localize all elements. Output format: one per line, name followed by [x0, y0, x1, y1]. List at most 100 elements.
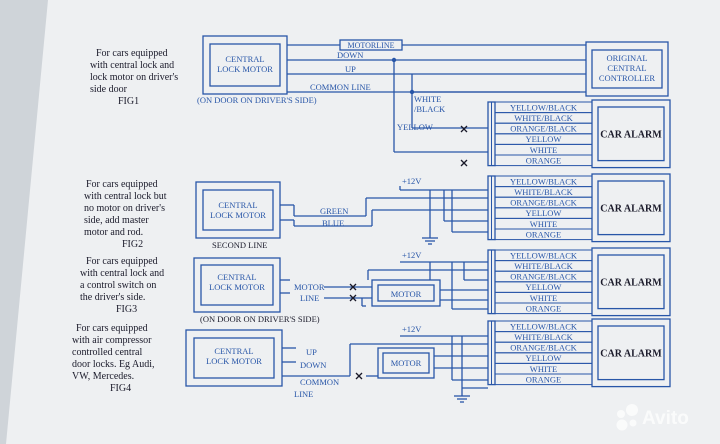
fig1-car-alarm: YELLOW/BLACKWHITE/BLACKORANGE/BLACKYELLO… [487, 99, 671, 169]
fig2-green-label: GREEN [320, 206, 348, 216]
fig4-lock-motor-label-2: LOCK MOTOR [206, 356, 262, 366]
fig1-alarm-wire-label: ORANGE/BLACK [510, 124, 577, 134]
fig4-alarm-alarm-label: CAR ALARM [600, 348, 662, 359]
cut-mark-fig1-lower [460, 159, 468, 167]
fig3-desc-2: with central lock and [80, 268, 164, 279]
fig4-alarm-wire-label: WHITE/BLACK [514, 332, 573, 342]
fig3-motor-line-label-1: MOTOR [294, 282, 325, 292]
fig1-up-label: UP [345, 64, 356, 74]
fig1-alarm-alarm-box-outer [591, 99, 671, 169]
cut-mark-fig4 [355, 372, 363, 380]
fig1-common-line-label: COMMON LINE [310, 82, 371, 92]
fig2-alarm-wire-label: YELLOW/BLACK [510, 176, 578, 186]
fig4-alarm-alarm-box-inner [597, 325, 665, 381]
fig2-desc-5: motor and rod. [84, 227, 143, 238]
fig3-alarm-wire-label: WHITE [530, 293, 557, 303]
fig3-lock-motor-label-2: LOCK MOTOR [209, 282, 265, 292]
fig4-motor-label: MOTOR [391, 358, 422, 368]
fig4-line-label: LINE [294, 389, 313, 399]
fig1-desc-2: with central lock and [90, 60, 174, 71]
fig2-alarm-wire-label: YELLOW [526, 208, 562, 218]
fig1-lock-motor-label-2: LOCK MOTOR [217, 64, 273, 74]
fig1-down-label: DOWN [337, 50, 363, 60]
fig3-desc-3: a control switch on [80, 280, 156, 291]
fig2-alarm-wire-label: WHITE [530, 219, 557, 229]
fig1-lock-motor-outer [202, 35, 288, 95]
fig4-motor-box-outer [377, 347, 435, 379]
fig2-desc-3: no motor on driver's [84, 203, 165, 214]
fig4-common-label: COMMON [300, 377, 339, 387]
fig1-white-label: WHITE [414, 94, 441, 104]
fig2-lock-motor-label-2: LOCK MOTOR [210, 210, 266, 220]
fig2-alarm-alarm-label: CAR ALARM [600, 203, 662, 214]
fig4-motor-box-inner [382, 352, 430, 374]
fig2-alarm-alarm-box-inner [597, 180, 665, 236]
fig1-controller-label-3: CONTROLLER [599, 73, 656, 83]
fig2-car-alarm: YELLOW/BLACKWHITE/BLACKORANGE/BLACKYELLO… [487, 173, 671, 243]
fig4-desc-5: VW, Mercedes. [72, 371, 134, 382]
fig3-lock-motor-label-1: CENTRAL [217, 272, 256, 282]
avito-logo-icon [616, 404, 638, 431]
cut-mark-fig3-b [349, 294, 357, 302]
fig2-alarm-wire-label: WHITE/BLACK [514, 187, 573, 197]
fig3-alarm-alarm-box-outer [591, 247, 671, 317]
fig1-controller-outer [585, 41, 669, 97]
avito-watermark: Avito [616, 404, 689, 431]
fig4-alarm-wire-label: ORANGE [526, 374, 561, 384]
fig1-lock-motor-inner [209, 43, 281, 87]
fig1-black-label: /BLACK [414, 104, 446, 114]
fig2-lock-motor-inner [202, 189, 274, 231]
fig1-desc-1: For cars equipped [96, 48, 168, 59]
fig2-lock-motor-outer [195, 181, 281, 239]
fig4-12v-label: +12V [402, 324, 422, 334]
fig2-second-line-label: SECOND LINE [212, 240, 267, 250]
fig1-lock-motor-label-1: CENTRAL [225, 54, 264, 64]
fig4-down-label: DOWN [300, 360, 326, 370]
fig4-lock-motor-inner [193, 337, 275, 379]
fig1-controller-label-2: CENTRAL [607, 63, 646, 73]
fig4-alarm-alarm-box-outer [591, 318, 671, 388]
fig3-desc-4: the driver's side. [80, 292, 145, 303]
fig4-desc-3: controlled central [72, 347, 142, 358]
fig3-lock-motor-inner [200, 264, 274, 306]
fig1-yellow-label: YELLOW [397, 122, 433, 132]
fig3-alarm-wire-label: WHITE/BLACK [514, 261, 573, 271]
fig3-alarm-alarm-label: CAR ALARM [600, 277, 662, 288]
fig4-lock-motor-outer [185, 329, 283, 387]
fig2-caption: FIG2 [122, 239, 143, 250]
fig3-alarm-alarm-box-inner [597, 254, 665, 310]
fig3-motor-line-label-2: LINE [300, 293, 319, 303]
fig4-desc-2: with air compressor [72, 335, 152, 346]
fig1-alarm-alarm-box-inner [597, 106, 665, 162]
fig1-alarm-wire-label: YELLOW/BLACK [510, 102, 578, 112]
fig3-door-note: (ON DOOR ON DRIVER'S SIDE) [200, 314, 320, 324]
fig4-up-label: UP [306, 347, 317, 357]
fig2-desc-4: side, add master [84, 215, 149, 226]
fig2-desc-2: with central lock but [84, 191, 167, 202]
fig2-desc-1: For cars equipped [86, 179, 158, 190]
fig3-lock-motor-outer [193, 257, 281, 313]
avito-wordmark: Avito [642, 408, 689, 429]
fig2-blue-label: BLUE [322, 218, 344, 228]
fig1-controller-inner [591, 49, 663, 89]
fig1-desc-4: side door [90, 84, 128, 95]
fig4-desc-1: For cars equipped [76, 323, 148, 334]
fig3-motor-box-outer [371, 279, 441, 307]
fig3-alarm-wire-label: ORANGE/BLACK [510, 272, 577, 282]
fig1-alarm-wire-label: ORANGE [526, 155, 561, 165]
cut-markers [349, 125, 468, 380]
fig1-desc-3: lock motor on driver's [90, 72, 178, 83]
fig1-motorline-label: MOTORLINE [348, 41, 395, 50]
fig3-alarm-wire-label: YELLOW [526, 282, 562, 292]
fig4-caption: FIG4 [110, 383, 131, 394]
fig3-motor-box-inner [377, 284, 435, 302]
fig3-motor-label: MOTOR [391, 289, 422, 299]
paper-sheet [6, 0, 720, 444]
fig2-alarm-alarm-box-outer [591, 173, 671, 243]
fig3-alarm-wire-label: YELLOW/BLACK [510, 250, 578, 260]
fig2-alarm-wire-label: ORANGE/BLACK [510, 198, 577, 208]
fig4: For cars equipped with air compressor co… [72, 318, 671, 403]
fig3-12v-label: +12V [402, 250, 422, 260]
fig1-alarm-wire-label: WHITE/BLACK [514, 113, 573, 123]
fig1-alarm-wire-label: YELLOW [526, 134, 562, 144]
